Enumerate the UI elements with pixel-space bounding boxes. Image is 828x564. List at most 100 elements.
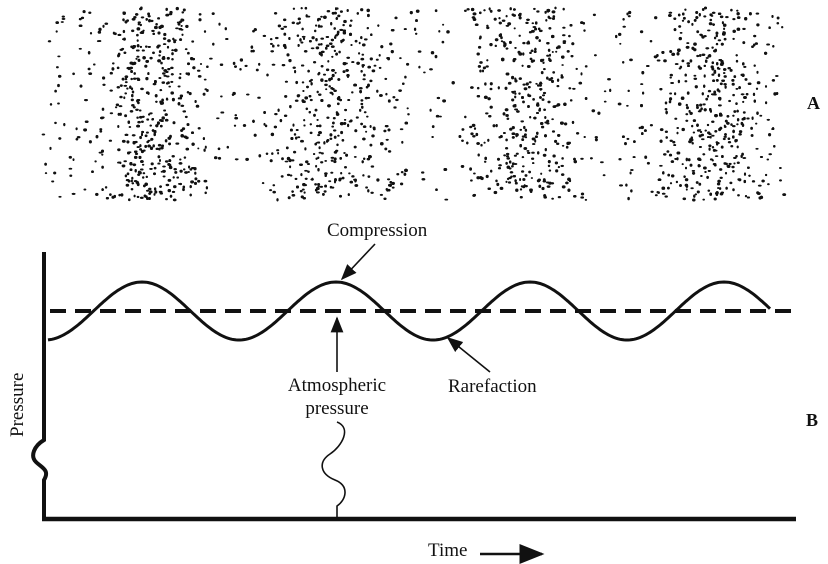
molecule-dot	[121, 77, 125, 81]
molecule-dot	[342, 70, 346, 73]
molecule-dot	[487, 97, 491, 101]
molecule-dot	[292, 123, 295, 127]
molecule-dot	[523, 147, 528, 150]
molecule-dot	[686, 42, 690, 45]
molecule-dot	[435, 114, 440, 118]
molecule-dot	[164, 69, 167, 72]
molecule-dot	[180, 129, 184, 132]
molecule-dot	[197, 127, 201, 130]
molecule-dot	[744, 17, 748, 21]
molecule-dot	[57, 83, 60, 88]
molecule-dot	[363, 157, 366, 161]
molecule-dot	[641, 71, 645, 75]
molecule-dot	[723, 75, 727, 78]
molecule-dot	[711, 61, 715, 65]
molecule-dot	[303, 124, 306, 127]
molecule-dot	[500, 36, 503, 40]
molecule-dot	[527, 151, 531, 154]
molecule-dot	[551, 130, 556, 133]
molecule-dot	[135, 108, 139, 111]
molecule-dot	[161, 144, 165, 148]
molecule-dot	[698, 182, 702, 186]
molecule-dot	[330, 22, 333, 26]
molecule-dot	[745, 92, 749, 96]
molecule-dot	[168, 159, 172, 163]
molecule-dot	[615, 34, 618, 39]
molecule-dot	[355, 116, 359, 119]
molecule-dot	[591, 109, 596, 113]
molecule-dot	[265, 152, 269, 155]
molecule-dot	[179, 182, 182, 186]
molecule-dot	[361, 105, 364, 109]
molecule-dot	[331, 55, 334, 58]
molecule-dot	[677, 79, 681, 84]
molecule-dot	[251, 49, 255, 53]
molecule-dot	[753, 99, 756, 103]
molecule-dot	[701, 138, 705, 141]
molecule-dot	[682, 197, 687, 201]
molecule-dot	[124, 92, 127, 95]
molecule-dot	[474, 23, 479, 26]
molecule-dot	[626, 137, 630, 140]
molecule-dot	[547, 164, 551, 168]
molecule-dot	[338, 177, 343, 180]
molecule-dot	[690, 138, 694, 142]
molecule-dot	[711, 11, 716, 14]
molecule-dot	[543, 108, 546, 111]
molecule-dot	[138, 109, 142, 112]
molecule-dot	[324, 174, 327, 177]
molecule-dot	[380, 45, 384, 49]
molecule-dot	[335, 17, 339, 20]
molecule-dot	[149, 167, 153, 170]
molecule-dot	[297, 136, 301, 139]
molecule-dot	[515, 188, 519, 192]
molecule-dot	[63, 123, 66, 127]
molecule-dot	[560, 164, 564, 167]
molecule-dot	[167, 136, 172, 140]
molecule-dot	[188, 165, 191, 169]
molecule-dot	[705, 97, 709, 101]
molecule-dot	[415, 32, 418, 35]
molecule-dot	[365, 186, 369, 189]
molecule-dot	[573, 194, 577, 198]
molecule-dot	[461, 139, 464, 142]
molecule-dot	[130, 188, 134, 191]
molecule-dot	[127, 120, 131, 124]
molecule-dot	[175, 6, 179, 11]
molecule-dot	[341, 138, 345, 142]
molecule-dot	[152, 51, 155, 55]
molecule-dot	[514, 95, 517, 99]
molecule-dot	[399, 182, 404, 186]
molecule-dot	[560, 121, 564, 125]
molecule-dot	[153, 172, 156, 176]
molecule-dot	[178, 76, 182, 80]
molecule-dot	[751, 116, 754, 120]
molecule-dot	[204, 145, 207, 149]
molecule-dot	[139, 115, 143, 119]
molecule-dot	[329, 42, 333, 45]
molecule-dot	[180, 28, 184, 31]
molecule-dot	[351, 61, 355, 64]
molecule-dot	[522, 165, 525, 168]
molecule-dot	[101, 188, 104, 191]
molecule-dot	[104, 22, 109, 25]
molecule-dot	[695, 181, 699, 184]
molecule-dot	[471, 123, 476, 128]
molecule-dot	[657, 178, 662, 181]
molecule-dot	[738, 178, 742, 182]
molecule-dot	[133, 194, 136, 198]
molecule-dot	[343, 152, 346, 154]
molecule-dot	[529, 51, 532, 54]
molecule-dot	[277, 44, 280, 47]
molecule-dot	[117, 33, 122, 36]
molecule-dot	[149, 124, 152, 127]
molecule-dot	[270, 132, 275, 137]
molecule-dot	[170, 66, 174, 70]
molecule-dot	[291, 190, 294, 193]
molecule-dot	[568, 34, 571, 38]
molecule-dot	[477, 45, 482, 49]
molecule-dot	[756, 81, 761, 85]
molecule-dot	[149, 56, 153, 60]
molecule-dot	[123, 96, 126, 100]
molecule-dot	[578, 81, 583, 85]
